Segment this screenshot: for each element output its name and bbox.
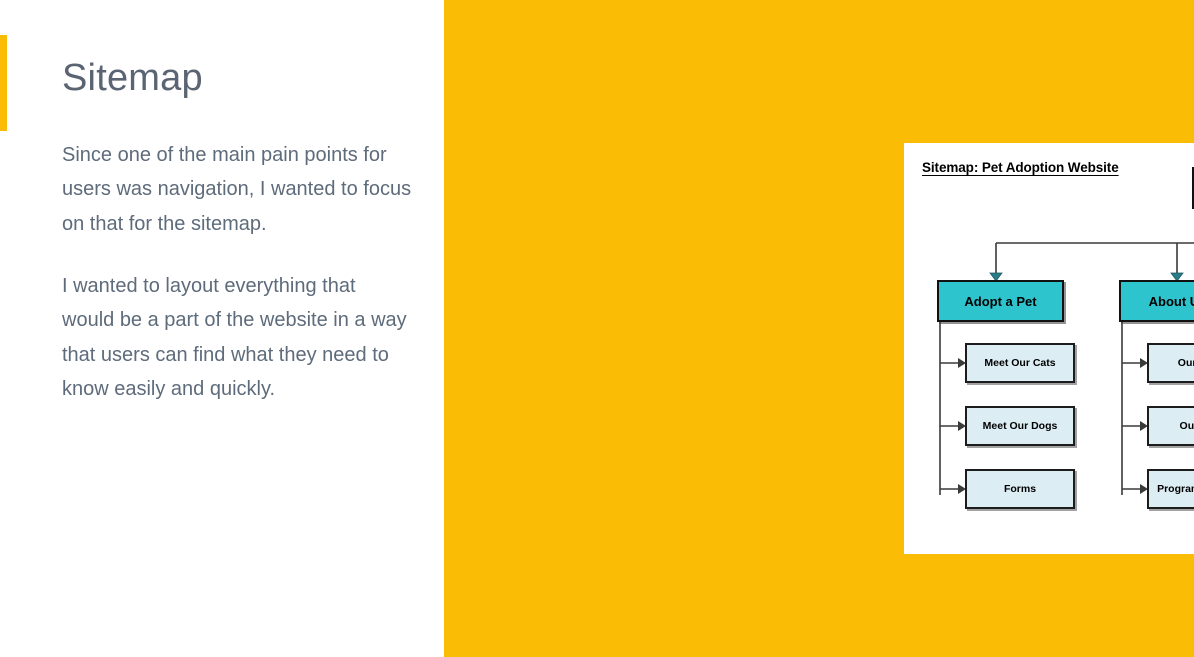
node-leaf-programs-and-events[interactable]: Programs & Events [1147, 469, 1194, 509]
slide-text-column: Sitemap Since one of the main pain point… [62, 57, 412, 407]
node-label: About Us [1148, 293, 1194, 309]
sitemap-diagram: Sitemap: Pet Adoption Website [904, 143, 1194, 554]
node-category-adopt-a-pet[interactable]: Adopt a Pet [937, 280, 1064, 322]
yellow-accent-bar [0, 35, 7, 131]
page-title: Sitemap [62, 57, 203, 99]
sitemap-card: Sitemap: Pet Adoption Website [904, 143, 1194, 554]
diagram-title: Sitemap: Pet Adoption Website [922, 160, 1119, 175]
node-leaf-our-staff[interactable]: Our Staff [1147, 406, 1194, 446]
node-homepage[interactable]: Homepage [1192, 167, 1194, 209]
node-leaf-forms[interactable]: Forms [965, 469, 1075, 509]
node-label: Our Staff [1179, 420, 1194, 432]
node-label: Meet Our Cats [984, 357, 1056, 369]
yellow-panel: Sitemap: Pet Adoption Website [444, 0, 1194, 657]
node-label: Programs & Events [1157, 483, 1194, 495]
body-paragraph-2: I wanted to layout everything that would… [62, 274, 407, 401]
node-label: Our Story [1177, 357, 1194, 369]
connector-lines [939, 242, 1194, 495]
node-leaf-our-story[interactable]: Our Story [1147, 343, 1194, 383]
body-paragraph-1: Since one of the main pain points for us… [62, 143, 412, 235]
node-label: Adopt a Pet [964, 293, 1037, 309]
node-label: Meet Our Dogs [982, 420, 1058, 432]
node-leaf-meet-our-cats[interactable]: Meet Our Cats [965, 343, 1075, 383]
node-leaf-meet-our-dogs[interactable]: Meet Our Dogs [965, 406, 1075, 446]
node-label: Forms [1003, 483, 1037, 495]
node-category-about-us[interactable]: About Us [1119, 280, 1194, 322]
